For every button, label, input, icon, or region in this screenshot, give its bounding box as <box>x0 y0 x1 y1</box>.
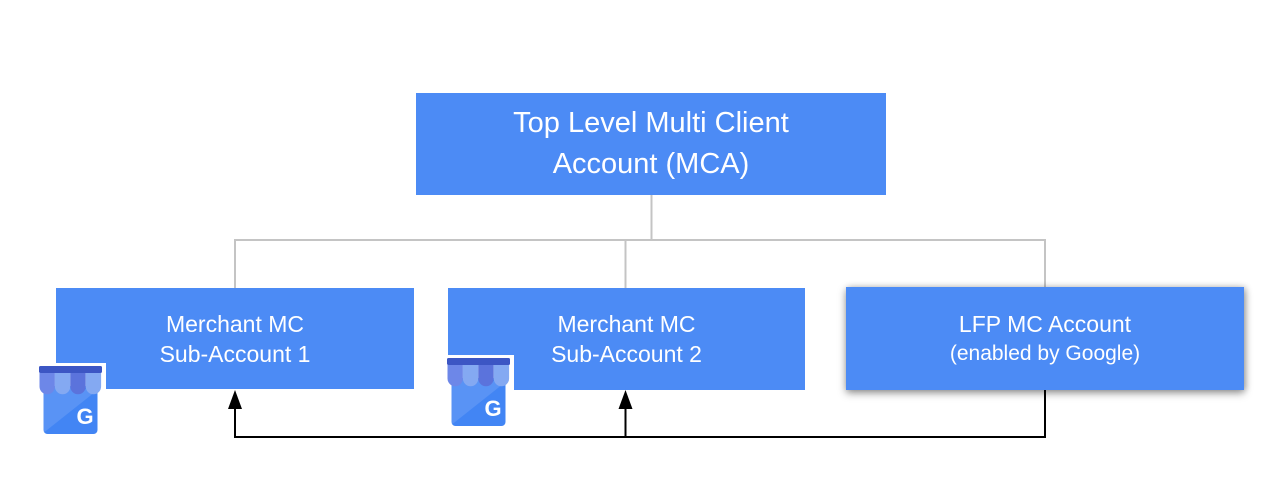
node-mca-line1: Top Level Multi Client <box>513 107 789 139</box>
g-letter: G <box>484 396 501 421</box>
node-sub1-line1: Merchant MC <box>165 310 305 337</box>
lfp-feed-connector <box>234 390 1046 438</box>
node-sub1-line2: Sub-Account 1 <box>159 340 311 367</box>
hierarchy-connector <box>234 195 1046 288</box>
node-lfp-line1: LFP MC Account <box>958 310 1132 337</box>
node-lfp-mc-account: LFP MC Account (enabled by Google) <box>846 287 1244 390</box>
node-merchant-sub-account-1: Merchant MC Sub-Account 1 <box>56 288 414 389</box>
node-sub2-line1: Merchant MC <box>557 311 696 337</box>
up-arrow-icon <box>618 390 633 409</box>
node-mca-line2: Account (MCA) <box>552 148 750 180</box>
business-profile-icon: G <box>35 363 106 439</box>
node-mca: Top Level Multi Client Account (MCA) <box>416 93 886 195</box>
g-letter: G <box>76 404 93 429</box>
node-sub2-line2: Sub-Account 2 <box>551 341 702 367</box>
node-lfp-line2: (enabled by Google) <box>949 341 1141 365</box>
up-arrow-icon <box>228 390 242 409</box>
business-profile-icon: G <box>443 355 514 431</box>
